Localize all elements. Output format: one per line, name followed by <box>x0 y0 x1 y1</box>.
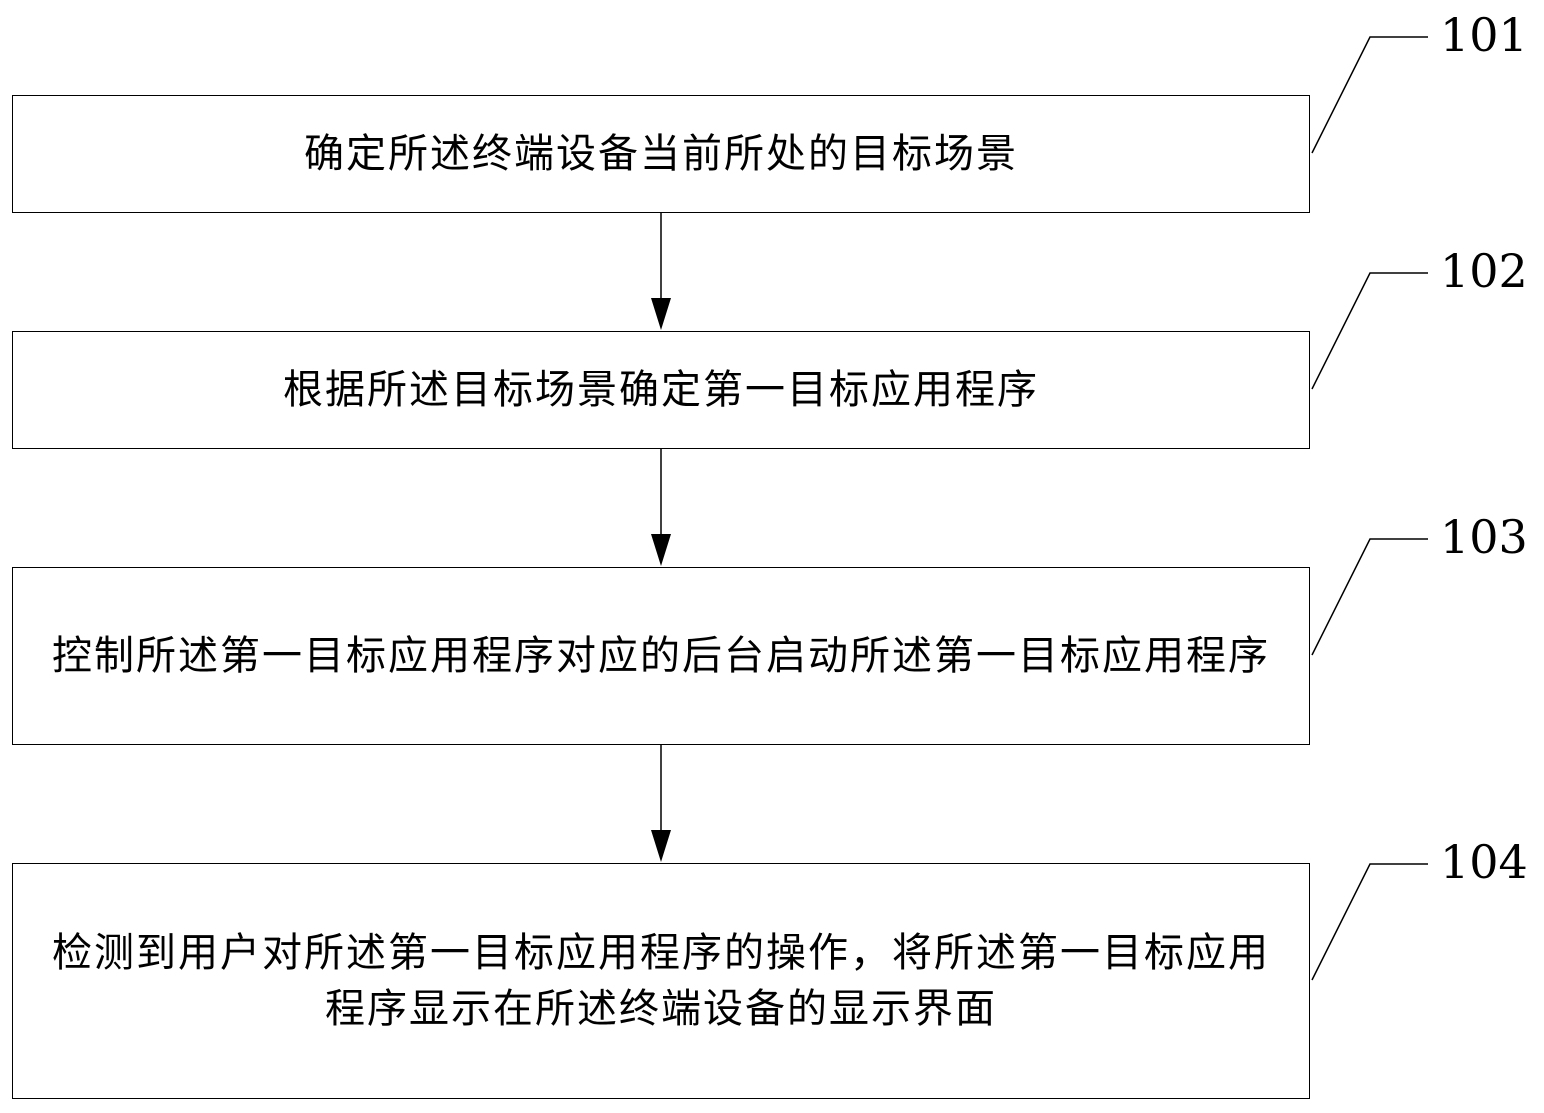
step-box-101: 确定所述终端设备当前所处的目标场景 <box>12 95 1310 213</box>
step-box-103: 控制所述第一目标应用程序对应的后台启动所述第一目标应用程序 <box>12 567 1310 745</box>
leader-line-102 <box>1311 272 1428 390</box>
step-box-102: 根据所述目标场景确定第一目标应用程序 <box>12 331 1310 449</box>
step-number-101: 101 <box>1440 8 1528 62</box>
step-box-104: 检测到用户对所述第一目标应用程序的操作，将所述第一目标应用程序显示在所述终端设备… <box>12 863 1310 1099</box>
arrow-103-104 <box>651 745 671 862</box>
leader-line-104 <box>1311 863 1428 981</box>
step-text-103: 控制所述第一目标应用程序对应的后台启动所述第一目标应用程序 <box>52 633 1270 679</box>
step-number-102: 102 <box>1440 244 1528 298</box>
step-text-102: 根据所述目标场景确定第一目标应用程序 <box>283 367 1039 413</box>
leader-line-103 <box>1311 538 1428 656</box>
step-text-101: 确定所述终端设备当前所处的目标场景 <box>304 131 1018 177</box>
step-text-104: 检测到用户对所述第一目标应用程序的操作，将所述第一目标应用程序显示在所述终端设备… <box>52 930 1270 1032</box>
arrow-101-102 <box>651 213 671 330</box>
arrow-102-103 <box>651 449 671 566</box>
leader-line-101 <box>1311 36 1428 154</box>
step-number-104: 104 <box>1440 835 1528 889</box>
step-number-103: 103 <box>1440 510 1528 564</box>
